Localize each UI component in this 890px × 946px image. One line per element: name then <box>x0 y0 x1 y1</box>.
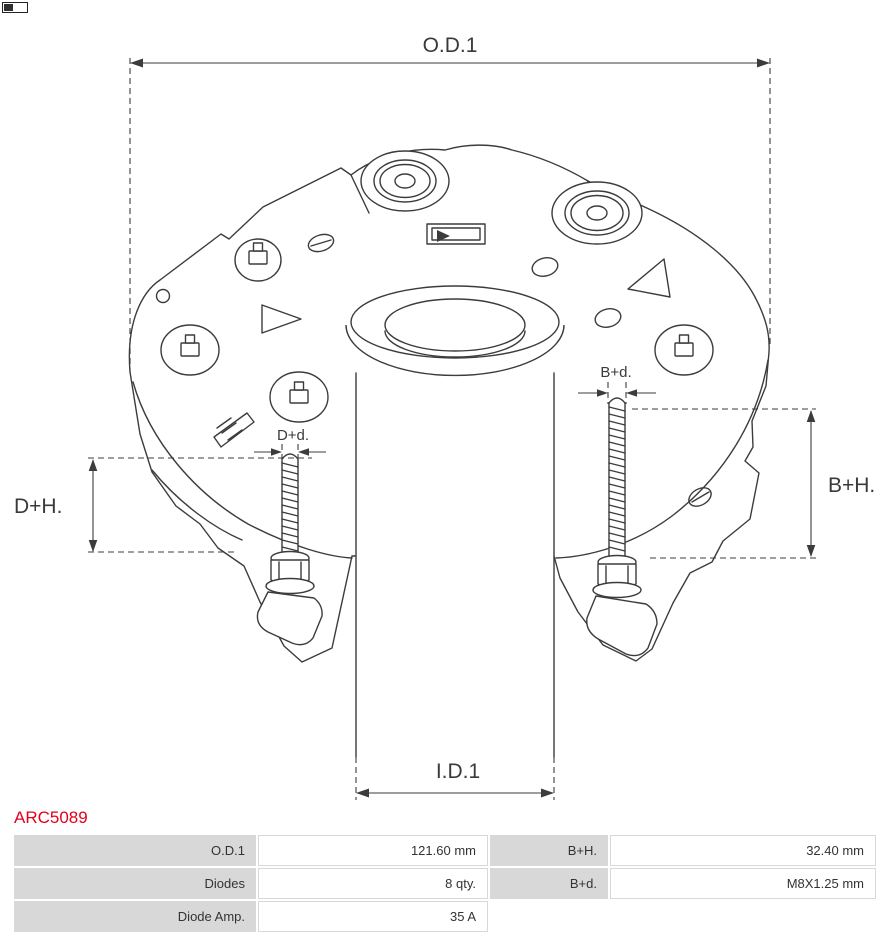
spec-row: Diodes 8 qty. B+d. M8X1.25 mm <box>14 868 876 899</box>
dim-label-id1: I.D.1 <box>436 760 480 783</box>
dim-od1: O.D.1 <box>129 34 771 372</box>
dim-bd: B+d. <box>578 364 656 404</box>
spec-value-od1: 121.60 mm <box>258 835 488 866</box>
spec-empty-cell <box>490 901 608 932</box>
diode-mount <box>269 371 329 423</box>
spec-empty-cell <box>610 901 876 932</box>
diode-mounts <box>160 238 714 423</box>
spec-label-bh: B+H. <box>490 835 608 866</box>
small-features <box>155 223 712 507</box>
rectifier-technical-drawing: O.D.1 I.D.1 D+H. B+H. B+d. <box>14 34 875 800</box>
dim-dh: D+H. <box>14 457 312 553</box>
part-body-edge-lines <box>132 174 769 559</box>
dim-label-dd: D+d. <box>277 427 309 444</box>
dim-label-od1: O.D.1 <box>423 34 478 57</box>
spec-value-diode-amp: 35 A <box>258 901 488 932</box>
dim-bh: B+H. <box>632 408 875 559</box>
spec-label-diode-amp: Diode Amp. <box>14 901 256 932</box>
spec-table: O.D.1 121.60 mm B+H. 32.40 mm Diodes 8 q… <box>12 833 878 934</box>
spec-value-diodes: 8 qty. <box>258 868 488 899</box>
triangle-cutout <box>261 304 302 334</box>
dim-label-bh: B+H. <box>828 474 875 497</box>
dim-label-dh: D+H. <box>14 495 62 518</box>
spec-row: Diode Amp. 35 A <box>14 901 876 932</box>
spec-label-od1: O.D.1 <box>14 835 256 866</box>
part-number: ARC5089 <box>14 808 88 827</box>
diode-mount <box>160 324 220 376</box>
stud-left <box>256 453 323 646</box>
spec-value-bh: 32.40 mm <box>610 835 876 866</box>
spec-row: O.D.1 121.60 mm B+H. 32.40 mm <box>14 835 876 866</box>
center-slot <box>426 223 486 245</box>
arrow-cutout <box>627 258 671 298</box>
page-corner-artifact <box>2 2 28 13</box>
spec-label-bd: B+d. <box>490 868 608 899</box>
spec-label-diodes: Diodes <box>14 868 256 899</box>
grommet-left <box>360 150 450 212</box>
hatched-slot <box>213 412 255 448</box>
dim-label-bd: B+d. <box>600 364 631 381</box>
stud-right <box>586 397 658 657</box>
dim-id1: I.D.1 <box>355 757 555 800</box>
diode-mount <box>234 238 282 282</box>
dim-dd: D+d. <box>254 427 326 466</box>
center-tube <box>345 285 565 758</box>
spec-value-bd: M8X1.25 mm <box>610 868 876 899</box>
grommet-right <box>551 181 643 245</box>
diode-mount <box>654 324 714 376</box>
